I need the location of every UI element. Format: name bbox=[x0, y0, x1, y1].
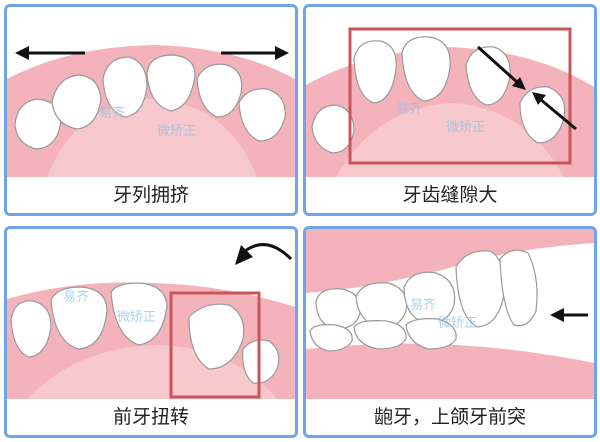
arrow-left-icon bbox=[15, 46, 85, 60]
panel-crowded-teeth: 易齐 微矫正 牙列拥挤 bbox=[4, 4, 298, 216]
panel-rotated-tooth: 易齐 微矫正 前牙扭转 bbox=[4, 226, 298, 438]
panel-tooth-gaps: 易齐 微矫正 牙齿缝隙大 bbox=[303, 4, 597, 216]
tooth bbox=[499, 249, 538, 327]
svg-text:易齐: 易齐 bbox=[410, 297, 436, 313]
tooth bbox=[311, 104, 355, 154]
tooth bbox=[238, 88, 286, 142]
crowded-teeth-illustration: 易齐 微矫正 bbox=[7, 45, 295, 177]
tooth bbox=[110, 282, 168, 346]
upper-gum bbox=[306, 229, 594, 293]
tooth bbox=[196, 63, 243, 118]
svg-text:微矫正: 微矫正 bbox=[117, 310, 156, 325]
palate bbox=[47, 99, 257, 177]
lower-teeth bbox=[309, 318, 457, 352]
tooth-gaps-illustration: 易齐 微矫正 bbox=[306, 27, 594, 177]
tooth bbox=[10, 300, 52, 358]
lower-gum bbox=[306, 343, 594, 399]
panel-protruding-teeth: 易齐 微矫正 龅牙，上颌牙前突 bbox=[303, 226, 597, 438]
rotated-tooth-illustration: 易齐 微矫正 bbox=[7, 243, 295, 399]
upper-teeth bbox=[315, 249, 538, 330]
teeth-row bbox=[10, 282, 280, 384]
tooth bbox=[353, 320, 407, 350]
tooth bbox=[50, 286, 108, 350]
svg-text:微矫正: 微矫正 bbox=[438, 316, 477, 331]
protruding-teeth-illustration: 易齐 微矫正 bbox=[306, 229, 594, 399]
svg-text:易齐: 易齐 bbox=[396, 101, 422, 117]
tooth bbox=[51, 74, 102, 130]
tooth bbox=[188, 303, 245, 370]
teeth-row bbox=[14, 54, 286, 150]
caption-crowded-teeth: 牙列拥挤 bbox=[7, 177, 295, 213]
tooth bbox=[353, 40, 397, 104]
arrow-left-icon bbox=[550, 308, 588, 322]
tooth bbox=[102, 56, 148, 118]
svg-text:易齐: 易齐 bbox=[99, 105, 125, 121]
tooth bbox=[401, 36, 451, 102]
svg-text:微矫正: 微矫正 bbox=[157, 124, 196, 139]
caption-tooth-gaps: 牙齿缝隙大 bbox=[306, 177, 594, 213]
teeth-row bbox=[311, 36, 566, 154]
tooth bbox=[146, 54, 196, 112]
tooth bbox=[403, 271, 456, 324]
palate bbox=[336, 103, 564, 177]
svg-text:微矫正: 微矫正 bbox=[446, 120, 485, 135]
arrow-right-icon bbox=[221, 46, 289, 60]
tooth bbox=[315, 288, 361, 330]
arrow-diagonal-icon bbox=[476, 45, 577, 131]
caption-protruding-teeth: 龅牙，上颌牙前突 bbox=[306, 399, 594, 435]
highlight-box-icon bbox=[348, 27, 572, 165]
svg-text:易齐: 易齐 bbox=[63, 289, 89, 305]
tooth bbox=[309, 324, 353, 352]
caption-rotated-tooth: 前牙扭转 bbox=[7, 399, 295, 435]
tooth bbox=[405, 318, 457, 350]
highlight-box-icon bbox=[169, 291, 261, 399]
tooth bbox=[519, 86, 566, 144]
rotate-arrow-icon bbox=[235, 243, 293, 265]
